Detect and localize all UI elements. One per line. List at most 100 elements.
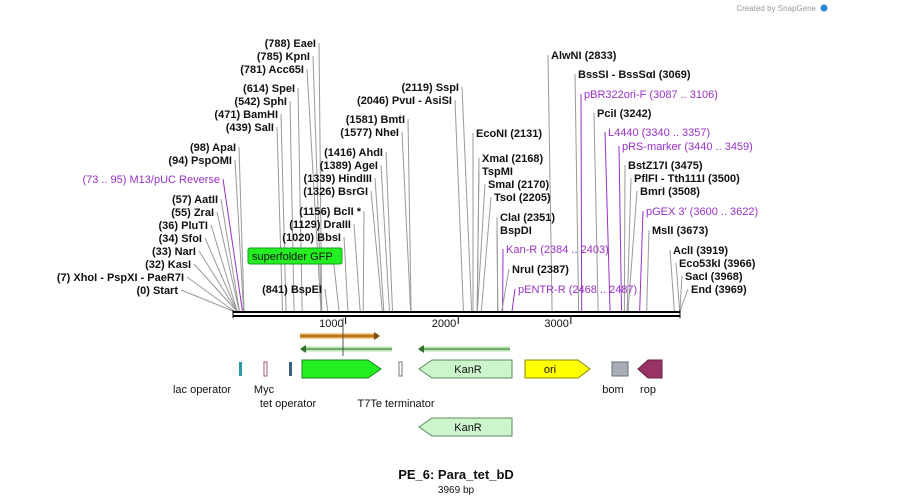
site-leader-line: [679, 288, 689, 312]
feature-lac-operator[interactable]: lac operator: [173, 362, 242, 396]
feature-ori[interactable]: ori: [524, 359, 591, 379]
restriction-site-label[interactable]: (781) Acc65I: [240, 64, 304, 76]
site-leader-line: [306, 68, 322, 312]
feature-kanr-2[interactable]: KanR: [418, 417, 513, 437]
restriction-site-label[interactable]: NruI (2387): [512, 264, 569, 276]
restriction-site-label[interactable]: (7) XhoI - PspXI - PaeR7I: [57, 272, 184, 284]
feature-rop[interactable]: rop: [637, 359, 663, 396]
restriction-site-label[interactable]: TspMI: [482, 166, 513, 178]
feature-myc[interactable]: Myc: [254, 361, 275, 396]
site-leader-line: [639, 210, 644, 312]
site-leader-line: [679, 275, 683, 312]
kanr-2-label: KanR: [454, 422, 482, 434]
orf-reverse-1[interactable]: [300, 345, 392, 353]
restriction-site-label[interactable]: (57) AatII: [172, 194, 218, 206]
restriction-site-label[interactable]: (788) EaeI: [265, 38, 316, 50]
ori-label: ori: [544, 364, 556, 376]
restriction-site-label[interactable]: Eco53kI (3966): [679, 258, 756, 270]
site-leader-line: [574, 73, 580, 312]
plasmid-length: 3969 bp: [438, 485, 475, 496]
restriction-site-label[interactable]: (33) NarI: [152, 246, 196, 258]
restriction-site-label[interactable]: (471) BamHI: [214, 109, 278, 121]
restriction-site-label[interactable]: (614) SpeI: [243, 83, 295, 95]
restriction-site-label[interactable]: (98) ApaI: [190, 142, 236, 154]
restriction-site-label[interactable]: End (3969): [691, 284, 747, 296]
site-leader-line: [476, 183, 486, 312]
restriction-site-label[interactable]: (0) Start: [136, 285, 178, 297]
restriction-site-label[interactable]: (785) KpnI: [257, 51, 310, 63]
feature-kanr[interactable]: KanR: [418, 359, 513, 379]
ruler-tick-label: 1000: [319, 318, 343, 330]
restriction-site-label[interactable]: (1326) BsrGI: [303, 186, 368, 198]
restriction-site-label[interactable]: BstZ17I (3475): [628, 160, 703, 172]
site-leader-line: [289, 100, 295, 312]
primer-label[interactable]: pGEX 3' (3600 .. 3622): [646, 206, 758, 218]
feature-bom[interactable]: bom: [602, 361, 629, 396]
restriction-site-label[interactable]: BssSI - BssSαI (3069): [578, 69, 691, 81]
restriction-site-label[interactable]: (32) KasI: [145, 259, 191, 271]
restriction-site-label[interactable]: (94) PspOMI: [168, 155, 232, 167]
primer-label[interactable]: Kan-R (2384 .. 2403): [506, 244, 609, 256]
plasmid-name: PE_6: Para_tet_bD: [398, 467, 514, 482]
restriction-site-label[interactable]: (1577) NheI: [340, 127, 399, 139]
snapgene-logo-icon: [820, 4, 828, 12]
restriction-site-label[interactable]: ClaI (2351): [500, 212, 555, 224]
restriction-site-label[interactable]: MslI (3673): [652, 225, 709, 237]
restriction-site-label[interactable]: (55) ZraI: [171, 207, 214, 219]
site-leader-line: [496, 229, 499, 312]
restriction-site-label[interactable]: (2119) SspI: [402, 82, 459, 94]
restriction-site-label[interactable]: BmrI (3508): [640, 186, 700, 198]
restriction-site-label[interactable]: (1581) BmtI: [346, 114, 405, 126]
site-leader-line: [593, 112, 599, 312]
site-leader-line: [222, 178, 243, 312]
restriction-site-label[interactable]: PflFI - Tth111I (3500): [634, 173, 740, 185]
restriction-site-label[interactable]: SmaI (2170): [488, 179, 549, 191]
restriction-site-label[interactable]: (1156) BclI *: [299, 206, 361, 218]
restriction-site-label[interactable]: (1389) AgeI: [320, 160, 378, 172]
restriction-site-label[interactable]: (1129) DraIII: [289, 219, 351, 231]
gfp-highlight-label[interactable]: superfolder GFP: [247, 247, 343, 265]
site-leader-line: [312, 55, 322, 312]
restriction-site-label[interactable]: (2046) PvuI - AsiSI: [357, 95, 452, 107]
site-leader-line: [276, 126, 283, 312]
restriction-site-label[interactable]: (542) SphI: [234, 96, 287, 108]
restriction-site-label[interactable]: (1416) AhdI: [324, 147, 383, 159]
primer-label[interactable]: pRS-marker (3440 .. 3459): [622, 141, 753, 153]
restriction-site-label[interactable]: (439) SalI: [226, 122, 274, 134]
restriction-site-label[interactable]: (36) PluTI: [158, 220, 208, 232]
restriction-site-label[interactable]: SacI (3968): [685, 271, 743, 283]
feature-t7te-terminator[interactable]: T7Te terminator: [357, 361, 435, 410]
restriction-site-label[interactable]: (34) SfoI: [159, 233, 202, 245]
site-leader-line: [511, 288, 516, 312]
myc-label: Myc: [254, 384, 275, 396]
feature-tet-operator[interactable]: tet operator: [260, 362, 317, 410]
restriction-site-label[interactable]: (1020) BbsI: [282, 232, 341, 244]
site-leader-line: [297, 87, 303, 312]
restriction-site-label[interactable]: BspDI: [500, 225, 532, 237]
restriction-site-label[interactable]: (841) BspEI: [262, 284, 322, 296]
primer-label[interactable]: L4440 (3340 .. 3357): [608, 127, 710, 139]
orf-forward[interactable]: [300, 332, 380, 340]
restriction-site-label[interactable]: PciI (3242): [597, 108, 652, 120]
restriction-site-label[interactable]: EcoNI (2131): [476, 128, 542, 140]
site-leader-line: [216, 211, 240, 312]
primer-label[interactable]: pENTR-R (2468 .. 2487): [518, 284, 637, 296]
bom-label: bom: [602, 384, 623, 396]
site-leader-line: [198, 250, 238, 312]
t7te-terminator-label: T7Te terminator: [357, 398, 434, 410]
gfp-highlight-text: superfolder GFP: [252, 251, 333, 263]
primer-label[interactable]: (73 .. 95) M13/pUC Reverse: [82, 174, 220, 186]
restriction-site-label[interactable]: (1339) HindIII: [304, 173, 372, 185]
restriction-site-label[interactable]: AclI (3919): [673, 245, 728, 257]
orf-reverse-2[interactable]: [418, 345, 510, 353]
snapgene-credit: Created by SnapGene: [736, 4, 828, 13]
primer-label[interactable]: pBR322ori-F (3087 .. 3106): [584, 89, 718, 101]
site-leader-line: [604, 131, 611, 312]
restriction-site-label[interactable]: TsoI (2205): [494, 192, 551, 204]
feature-superfolder-gfp[interactable]: [301, 359, 382, 379]
restriction-site-label[interactable]: AlwNI (2833): [551, 50, 617, 62]
restriction-site-label[interactable]: XmaI (2168): [482, 153, 543, 165]
site-leader-lines: [180, 42, 689, 312]
